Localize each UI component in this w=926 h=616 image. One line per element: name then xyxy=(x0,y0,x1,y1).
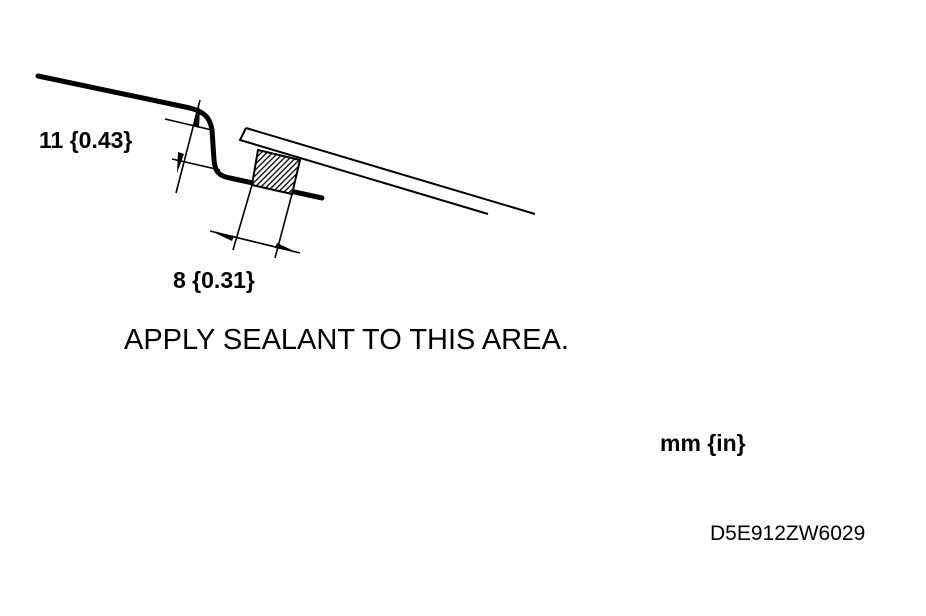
height-arrow-top xyxy=(193,107,200,128)
width-arrow-left xyxy=(213,232,234,241)
width-extension-line-left xyxy=(232,184,253,251)
height-extension-line-top xyxy=(164,118,213,131)
width-dimension-label: 8 {0.31} xyxy=(173,267,255,293)
upper-panel xyxy=(238,127,536,215)
height-arrow-bottom xyxy=(177,152,184,173)
height-dimension-label: 11 {0.43} xyxy=(39,127,132,153)
height-dimension-line xyxy=(175,99,201,194)
units-label: mm {in} xyxy=(660,430,746,456)
sealant-instruction: APPLY SEALANT TO THIS AREA. xyxy=(124,324,569,356)
figure-id: D5E912ZW6029 xyxy=(710,522,865,545)
width-arrow-right xyxy=(275,243,296,252)
